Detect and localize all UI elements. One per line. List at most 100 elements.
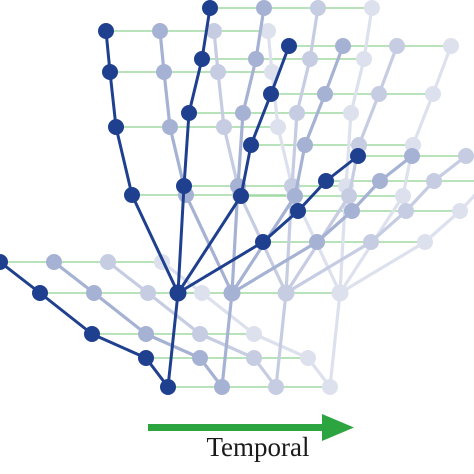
bone-pinky-0 — [230, 240, 319, 295]
joint-19 — [318, 173, 334, 189]
joint-8 — [162, 119, 178, 135]
joint-12 — [289, 105, 305, 121]
palm-joint — [223, 284, 241, 302]
palm-joint — [277, 284, 295, 302]
joint-10 — [310, 0, 326, 16]
bone-ring-1 — [293, 143, 307, 198]
bone-ring-3 — [323, 44, 345, 96]
joint-1 — [160, 379, 176, 395]
skeleton-frame-2 — [46, 0, 420, 395]
joint-10 — [256, 0, 272, 16]
bone-index-1 — [114, 125, 134, 197]
joint-3 — [84, 326, 100, 342]
joint-3 — [138, 326, 154, 342]
joint-18 — [350, 148, 366, 164]
bone-middle-3 — [200, 6, 212, 61]
joint-5 — [0, 254, 8, 270]
joint-16 — [243, 137, 259, 153]
joint-4 — [194, 285, 210, 301]
bone-middle-2 — [241, 57, 258, 115]
joint-2 — [192, 350, 208, 366]
joint-6 — [260, 23, 276, 39]
joint-20 — [290, 203, 306, 219]
joint-15 — [371, 86, 387, 102]
bone-pinky-0 — [176, 240, 265, 295]
joint-11 — [302, 51, 318, 67]
bone-thumb-0 — [220, 291, 234, 389]
joint-14 — [443, 38, 459, 54]
joint-7 — [264, 64, 280, 80]
bone-pinky-0 — [338, 240, 427, 295]
joint-19 — [372, 173, 388, 189]
skeleton-frames — [0, 0, 474, 395]
bone-middle-1 — [182, 111, 191, 188]
bone-middle-1 — [344, 111, 353, 188]
bone-thumb-4 — [52, 260, 96, 295]
joint-20 — [344, 203, 360, 219]
joint-4 — [140, 285, 156, 301]
bone-thumb-4 — [0, 260, 42, 295]
bone-thumb-3 — [200, 291, 256, 336]
bone-index-0 — [130, 193, 180, 295]
joint-16 — [297, 137, 313, 153]
bone-thumb-0 — [328, 291, 342, 389]
joint-14 — [389, 38, 405, 54]
joint-1 — [214, 379, 230, 395]
bone-middle-1 — [290, 111, 299, 188]
skeleton-frame-1 — [0, 0, 366, 395]
joint-21 — [417, 234, 433, 250]
bone-ring-1 — [239, 143, 253, 198]
joint-12 — [343, 105, 359, 121]
bone-index-2 — [108, 70, 118, 129]
joint-2 — [246, 350, 262, 366]
temporal-arrow-head — [322, 414, 354, 441]
joint-1 — [322, 379, 338, 395]
temporal-label: Temporal — [206, 432, 310, 462]
joint-2 — [300, 350, 316, 366]
joint-17 — [287, 188, 303, 204]
joint-3 — [246, 326, 262, 342]
joint-5 — [46, 254, 62, 270]
joint-6 — [206, 23, 222, 39]
joint-12 — [235, 105, 251, 121]
joint-11 — [194, 51, 210, 67]
joint-1 — [268, 379, 284, 395]
joint-7 — [210, 64, 226, 80]
joint-11 — [248, 51, 264, 67]
joint-18 — [458, 148, 474, 164]
joint-8 — [216, 119, 232, 135]
joint-20 — [398, 203, 414, 219]
bone-thumb-3 — [38, 291, 94, 336]
joint-13 — [176, 178, 192, 194]
palm-joint — [331, 284, 349, 302]
bone-thumb-4 — [106, 260, 150, 295]
temporal-arrow-shaft — [148, 424, 328, 431]
bone-thumb-0 — [274, 291, 288, 389]
bone-thumb-4 — [160, 260, 204, 295]
joint-7 — [102, 64, 118, 80]
bone-ring-3 — [269, 44, 291, 96]
joint-17 — [341, 188, 357, 204]
joint-14 — [335, 38, 351, 54]
joint-2 — [138, 350, 154, 366]
joint-15 — [263, 86, 279, 102]
bone-index-2 — [216, 70, 226, 129]
bone-ring-2 — [303, 92, 327, 147]
bone-thumb-3 — [92, 291, 148, 336]
joint-6 — [152, 23, 168, 39]
joint-12 — [181, 105, 197, 121]
bone-ring-2 — [357, 92, 381, 147]
joint-19 — [426, 173, 442, 189]
joint-15 — [425, 86, 441, 102]
temporal-links — [0, 7, 474, 388]
joint-10 — [202, 0, 218, 16]
joint-3 — [192, 326, 208, 342]
bone-thumb-2 — [90, 332, 148, 360]
palm-joint — [169, 284, 187, 302]
bone-ring-2 — [411, 92, 435, 147]
bone-middle-2 — [349, 57, 366, 115]
joint-5 — [100, 254, 116, 270]
bone-thumb-3 — [146, 291, 202, 336]
joint-18 — [404, 148, 420, 164]
joint-14 — [281, 38, 297, 54]
